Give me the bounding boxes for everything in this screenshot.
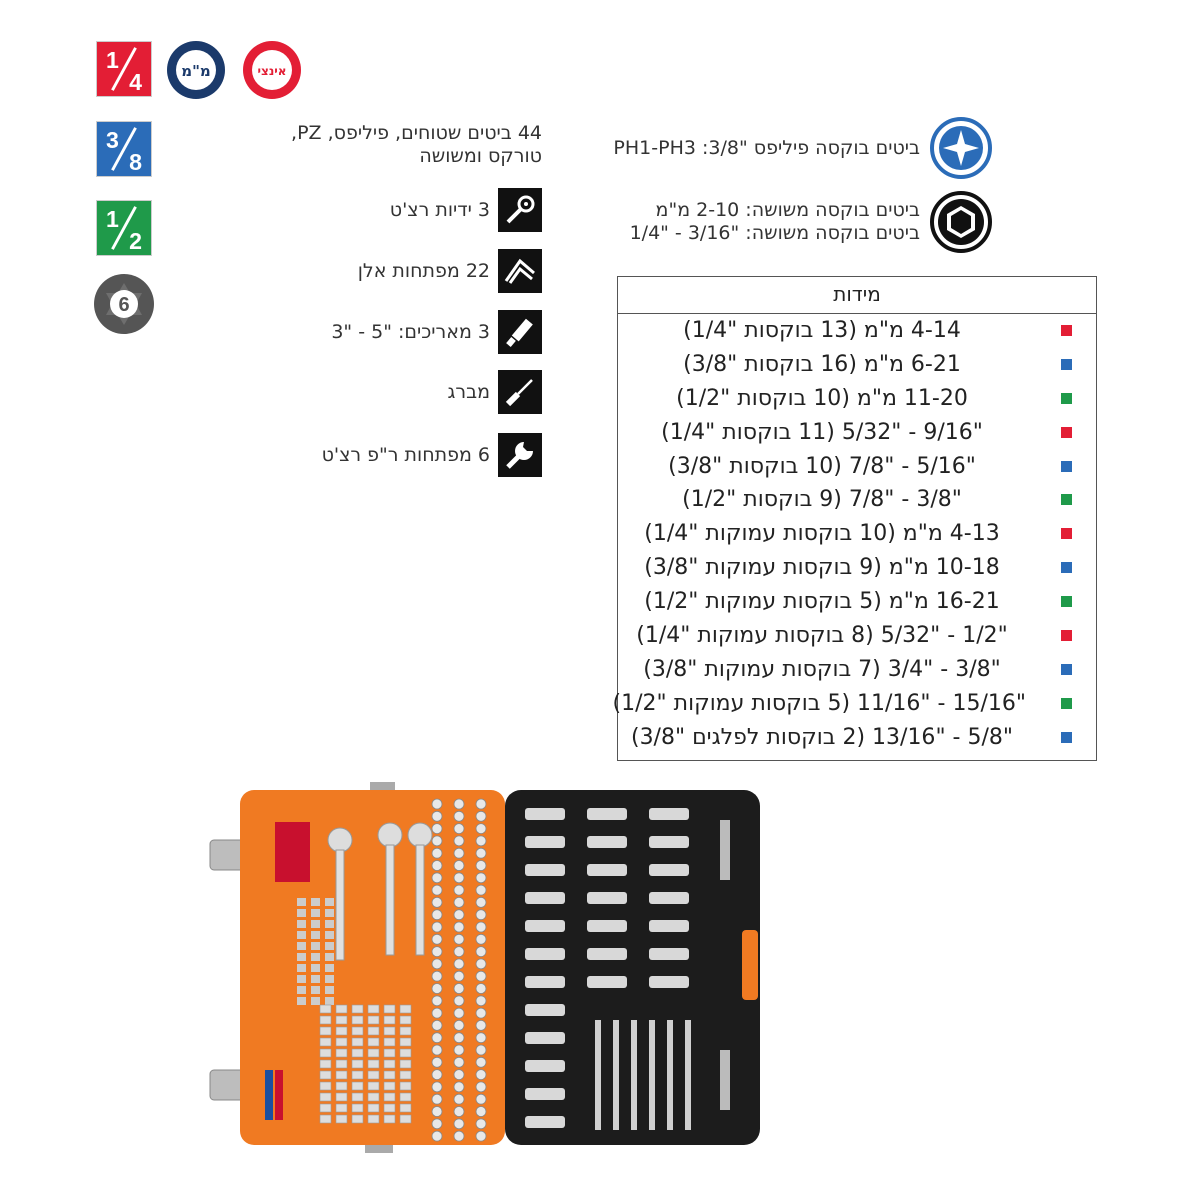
phillips-bits: ביטים בוקסה פיליפס "3/8: PH1-PH3 xyxy=(613,117,992,179)
feature-ratchets: 3 ידיות רצ'ט xyxy=(390,188,542,232)
drive-color-square xyxy=(1061,697,1072,709)
size-row: 4-13 מ"מ (10 בוקסות עמוקות "1/4) xyxy=(618,517,1096,551)
feature-allen-keys: 22 מפתחות אלן xyxy=(358,249,542,293)
hex-icon xyxy=(930,191,992,253)
size-text: "3/8 - "3/4 (7 בוקסות עמוקות "3/8) xyxy=(643,656,1001,682)
drive-color-square xyxy=(1061,426,1072,438)
drive-color-square xyxy=(1061,663,1072,675)
ratchet-icon xyxy=(498,188,542,232)
phillips-bits-text: ביטים בוקסה פיליפס "3/8: PH1-PH3 xyxy=(613,136,920,159)
drive-color-square xyxy=(1061,562,1072,574)
size-row: "9/16 - "5/32 (11 בוקסות "1/4) xyxy=(618,416,1096,450)
allen-key-icon xyxy=(498,249,542,293)
size-row: 4-14 מ"מ (13 בוקסות "1/4) xyxy=(618,314,1096,348)
feature-label: 22 מפתחות אלן xyxy=(357,260,490,282)
half-inch-drive-badge: 1 2 xyxy=(96,200,152,256)
badge-denominator: 4 xyxy=(129,69,142,95)
extension-icon xyxy=(498,310,542,354)
size-row: 16-21 מ"מ (5 בוקסות עמוקות "1/2) xyxy=(618,585,1096,619)
sizes-table: מידות 4-14 מ"מ (13 בוקסות "1/4) 6-21 מ"מ … xyxy=(612,276,1097,761)
drive-color-square xyxy=(1061,325,1072,336)
tool-case-image xyxy=(205,780,765,1160)
size-row: "3/8 - "7/8 (9 בוקסות "1/2) xyxy=(618,483,1096,517)
badge-denominator: 8 xyxy=(129,149,142,175)
size-text: 10-18 מ"מ (9 בוקסות עמוקות "3/8) xyxy=(644,555,1000,581)
drive-color-square xyxy=(1061,528,1072,540)
inch-label: אינצי xyxy=(257,64,286,78)
size-text: 11-20 מ"מ (10 בוקסות "1/2) xyxy=(676,385,968,411)
drive-color-square xyxy=(1061,731,1072,743)
size-text: "15/16 - "11/16 (5 בוקסות עמוקות "1/2) xyxy=(612,690,1026,716)
badge-numerator: 1 xyxy=(106,206,119,232)
size-row: 10-18 מ"מ (9 בוקסות עמוקות "3/8) xyxy=(618,551,1096,585)
size-text: "5/16 - "7/8 (10 בוקסות "3/8) xyxy=(668,453,976,479)
sizes-rows: 4-14 מ"מ (13 בוקסות "1/4) 6-21 מ"מ (16 בו… xyxy=(612,314,1096,755)
feature-ratchet-wrenches: 6 מפתחות ר"פ רצ'ט xyxy=(322,433,542,477)
size-text: "3/8 - "7/8 (9 בוקסות "1/2) xyxy=(682,487,962,513)
size-text: 4-14 מ"מ (13 בוקסות "1/4) xyxy=(683,318,961,343)
badge-numerator: 3 xyxy=(106,127,119,153)
screwdriver-icon xyxy=(498,370,542,414)
size-row: "1/2 - "5/32 (8 בוקסות עמוקות "1/4) xyxy=(618,619,1096,653)
drive-color-square xyxy=(1061,358,1072,370)
size-row: "15/16 - "11/16 (5 בוקסות עמוקות "1/2) xyxy=(612,687,1096,721)
hex-bits-line1: ביטים בוקסה משושה: 2-10 מ"מ xyxy=(655,199,920,221)
size-text: 4-13 מ"מ (10 בוקסות עמוקות "1/4) xyxy=(644,521,1000,547)
feature-label: 3 מאריכים: "5 - "3 xyxy=(331,321,490,343)
drive-color-square xyxy=(1061,494,1072,506)
bits-description: 44 ביטים שטוחים, פיליפס, PZ, טורקס ומשוש… xyxy=(291,122,542,167)
six-point-badge: 6 xyxy=(93,273,155,335)
size-row: "5/8 - "13/16 (2 בוקסות לפלגים "3/8) xyxy=(618,721,1096,755)
size-text: "5/8 - "13/16 (2 בוקסות לפלגים "3/8) xyxy=(630,724,1014,750)
hex-bits-line2: ביטים בוקסה משושה: "3/16 - "1/4 xyxy=(629,222,920,244)
phillips-icon xyxy=(930,117,992,179)
feature-label: 6 מפתחות ר"פ רצ'ט xyxy=(321,444,490,466)
badge-denominator: 2 xyxy=(129,228,142,254)
drive-color-square xyxy=(1061,596,1072,608)
drive-color-square xyxy=(1061,392,1072,404)
hex-bits: ביטים בוקסה משושה: 2-10 מ"מ ביטים בוקסה … xyxy=(630,191,992,253)
size-text: "9/16 - "5/32 (11 בוקסות "1/4) xyxy=(661,419,983,445)
size-text: 16-21 מ"מ (5 בוקסות עמוקות "1/2) xyxy=(644,589,1000,615)
quarter-inch-drive-badge: 1 4 xyxy=(96,41,152,97)
size-row: 6-21 מ"מ (16 בוקסות "3/8) xyxy=(618,348,1096,382)
three-eighths-drive-badge: 3 8 xyxy=(96,121,152,177)
sizes-title: מידות xyxy=(618,277,1096,314)
metric-label: מ"מ xyxy=(181,62,211,80)
feature-label: מברג xyxy=(447,381,490,403)
metric-badge: מ"מ xyxy=(166,40,226,100)
inch-badge: אינצי xyxy=(242,40,302,100)
wrench-icon xyxy=(498,433,542,477)
size-text: 6-21 מ"מ (16 בוקסות "3/8) xyxy=(683,351,961,377)
feature-extensions: 3 מאריכים: "5 - "3 xyxy=(331,310,542,354)
drive-color-square xyxy=(1061,460,1072,472)
size-row: "5/16 - "7/8 (10 בוקסות "3/8) xyxy=(618,450,1096,484)
badge-numerator: 1 xyxy=(106,47,119,73)
size-row: "3/8 - "3/4 (7 בוקסות עמוקות "3/8) xyxy=(618,653,1096,687)
feature-screwdriver: מברג xyxy=(448,370,542,414)
drive-color-square xyxy=(1061,630,1072,642)
six-point-label: 6 xyxy=(118,294,129,316)
size-row: 11-20 מ"מ (10 בוקסות "1/2) xyxy=(618,382,1096,416)
size-text: "1/2 - "5/32 (8 בוקסות עמוקות "1/4) xyxy=(636,623,1008,649)
feature-label: 3 ידיות רצ'ט xyxy=(389,199,490,221)
